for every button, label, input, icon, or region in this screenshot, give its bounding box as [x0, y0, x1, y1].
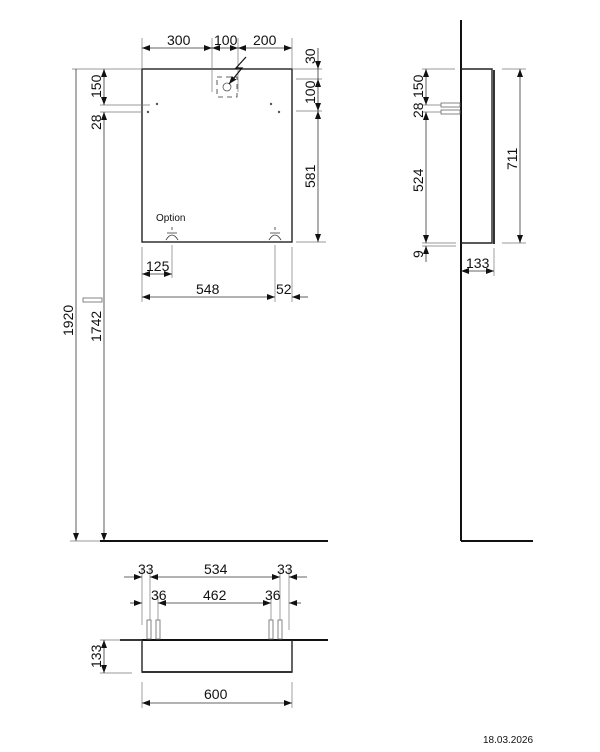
dim-right-581: 581: [302, 164, 318, 188]
dim-bottom-548: 548: [196, 281, 220, 297]
dim-left-150: 150: [88, 74, 104, 98]
dim-top-100: 100: [214, 32, 238, 48]
socket-icon: [222, 82, 232, 92]
top-view: 33 534 33 36 462 36 133 600: [88, 561, 328, 708]
dim-side-9: 9: [410, 250, 426, 258]
dim-height-1742: 1742: [88, 311, 104, 342]
dim-height-1920: 1920: [60, 305, 76, 336]
dim-top-view-534: 534: [204, 561, 228, 577]
option-label: Option: [156, 213, 185, 224]
wall-anchors: [146, 619, 283, 640]
dim-top-view-600: 600: [204, 686, 228, 702]
wall-plug-icon-1: [440, 102, 461, 108]
option-hook-icon-left: [165, 227, 179, 241]
dim-top-300: 300: [167, 32, 191, 48]
wall-plug-icon: [82, 297, 103, 303]
socket-box: [216, 76, 238, 98]
dim-top-200: 200: [253, 32, 277, 48]
cabinet-side-outline: [461, 68, 493, 244]
dim-top-view-36-left: 36: [151, 587, 167, 603]
dim-top-view-depth-133: 133: [88, 644, 104, 668]
cabinet-top-outline: [141, 640, 293, 673]
power-lightning-icon: [228, 56, 247, 85]
front-view: 300 100 200 30 100 581 150 28: [60, 32, 328, 542]
dim-side-133: 133: [466, 255, 490, 271]
dim-left-28: 28: [88, 114, 104, 130]
dim-side-150: 150: [410, 74, 426, 98]
dim-top-view-462: 462: [203, 587, 227, 603]
dim-bottom-125: 125: [146, 258, 170, 274]
dim-top-view-33-left: 33: [138, 561, 154, 577]
drawing-date: 18.03.2026: [483, 735, 534, 746]
dim-side-711: 711: [504, 147, 520, 170]
dim-side-28: 28: [410, 102, 426, 118]
side-view: 150 28 524 9 711 133: [410, 20, 533, 542]
cabinet-front-outline: [141, 68, 293, 243]
dim-top-view-36-right: 36: [265, 587, 281, 603]
dim-right-30: 30: [302, 48, 318, 64]
option-hook-icon-right: [268, 227, 282, 241]
dim-side-524: 524: [410, 168, 426, 192]
dim-top-view-33-right: 33: [277, 561, 293, 577]
dim-right-100: 100: [302, 80, 318, 104]
wall-plug-icon-2: [440, 109, 461, 115]
dim-bottom-52: 52: [276, 281, 292, 297]
